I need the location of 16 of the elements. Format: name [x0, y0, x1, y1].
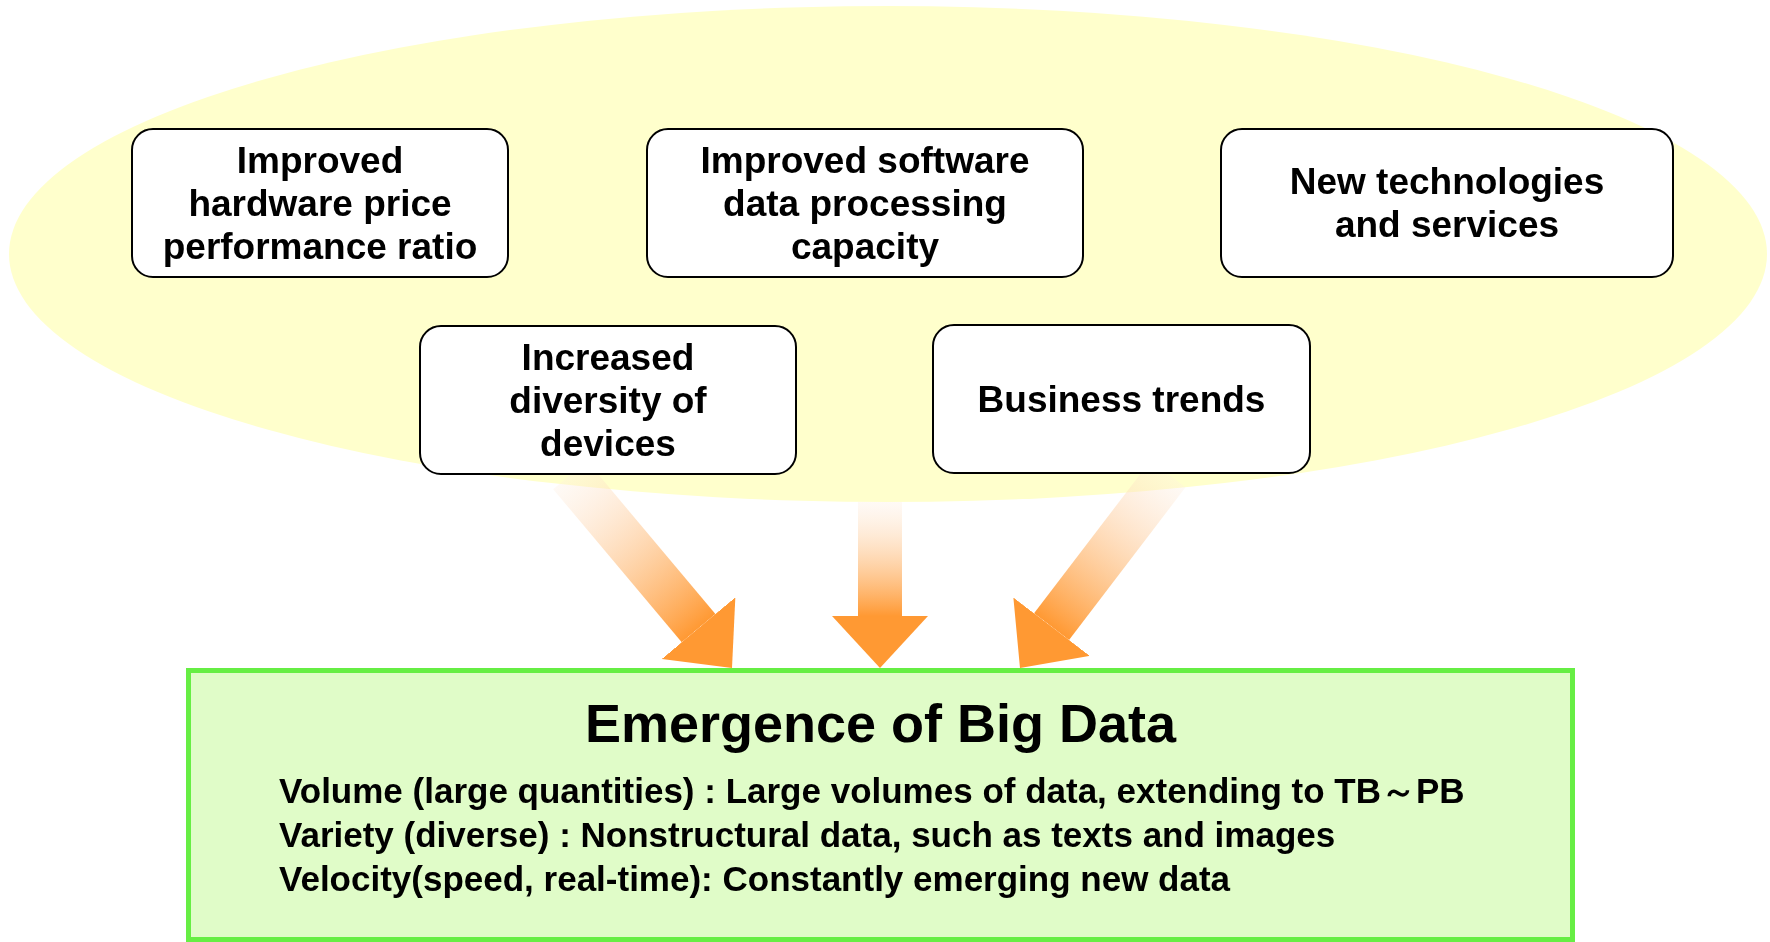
arrow [832, 502, 928, 668]
factor-box [932, 324, 1311, 474]
factor-box [419, 325, 797, 475]
feature-text: Variety (diverse) : Nonstructural data, such as texts and images [279, 814, 1337, 856]
factor-box [131, 128, 509, 278]
factor-text: New technologies and services [1288, 160, 1606, 246]
factor-box [646, 128, 1084, 278]
factor-text: Improved software data processing capacity [699, 138, 1031, 268]
feature-text: Velocity(speed, real-time): Constantly emerging new data [279, 858, 1232, 900]
box-title: Emergence of Big Data [583, 692, 1178, 755]
factor-box [1220, 128, 1674, 278]
factor-text: Increased diversity of devices [508, 335, 708, 465]
factor-text: Improved hardware price performance ratio [161, 138, 479, 268]
factor-text: Business trends [977, 377, 1266, 421]
result-box [186, 668, 1575, 942]
feature-text: Volume (large quantities) : Large volumes of data, extending to TB～PB [279, 770, 1466, 812]
